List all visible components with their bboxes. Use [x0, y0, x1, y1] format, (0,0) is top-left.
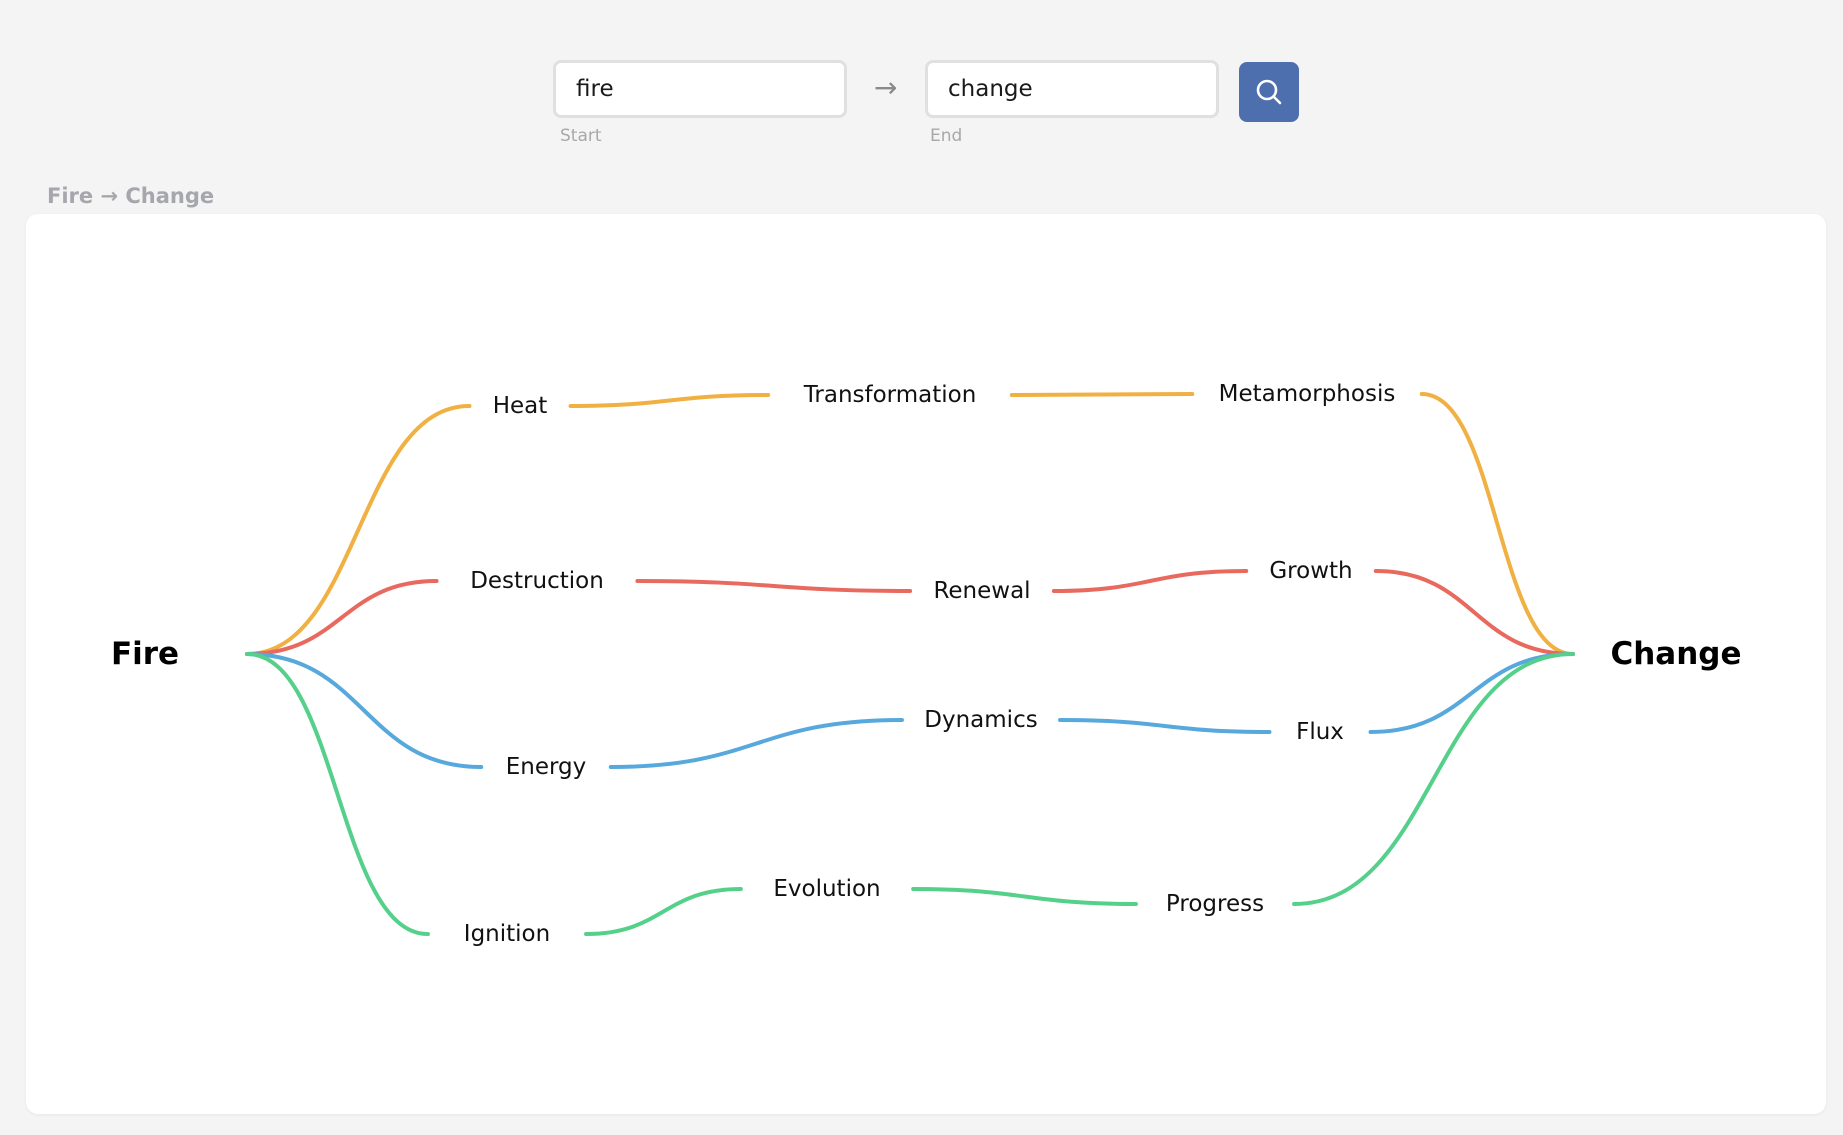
node-destruction[interactable]: Destruction: [470, 568, 604, 594]
node-flux[interactable]: Flux: [1296, 719, 1344, 745]
search-bar: Start → End: [0, 0, 1843, 150]
node-growth[interactable]: Growth: [1269, 558, 1352, 584]
end-caption: End: [930, 126, 963, 146]
edge-3-0: [245, 652, 430, 936]
edge-1-end: [1373, 569, 1575, 656]
edge-2-end: [1368, 652, 1575, 734]
node-renewal[interactable]: Renewal: [933, 578, 1030, 604]
node-progress[interactable]: Progress: [1166, 891, 1264, 917]
edge-0-0: [245, 404, 472, 656]
node-dynamics[interactable]: Dynamics: [924, 707, 1037, 733]
start-node[interactable]: Fire: [111, 636, 179, 672]
node-layer: Heat Transformation MetamorphosisDestructi…: [111, 381, 1742, 947]
edge-2-1: [608, 718, 904, 769]
edge-1-2: [1051, 569, 1249, 593]
edge-1-1: [635, 579, 913, 593]
end-node[interactable]: Change: [1610, 636, 1741, 672]
edge-0-1: [568, 393, 771, 408]
edge-layer: [245, 392, 1575, 936]
node-heat[interactable]: Heat: [493, 393, 548, 419]
edge-3-2: [911, 887, 1138, 906]
edge-0-2: [1009, 392, 1195, 397]
edge-3-end: [1292, 652, 1575, 906]
search-button[interactable]: [1239, 62, 1299, 122]
edge-2-2: [1058, 718, 1272, 734]
path-graph: Heat Transformation MetamorphosisDestructi…: [111, 381, 1742, 947]
node-evolution[interactable]: Evolution: [773, 876, 880, 902]
node-energy[interactable]: Energy: [506, 754, 587, 780]
start-input[interactable]: [553, 60, 847, 118]
arrow-icon: →: [874, 71, 898, 104]
node-metamorphosis[interactable]: Metamorphosis: [1219, 381, 1396, 407]
edge-0-end: [1419, 392, 1575, 656]
node-transformation[interactable]: Transformation: [803, 382, 977, 408]
start-caption: Start: [560, 126, 602, 146]
edge-1-0: [245, 579, 439, 656]
end-input[interactable]: [925, 60, 1219, 118]
node-ignition[interactable]: Ignition: [464, 921, 550, 947]
edge-3-1: [584, 887, 743, 936]
edge-2-0: [245, 652, 484, 769]
search-icon: [1256, 79, 1282, 105]
path-title: Fire → Change: [47, 184, 215, 208]
